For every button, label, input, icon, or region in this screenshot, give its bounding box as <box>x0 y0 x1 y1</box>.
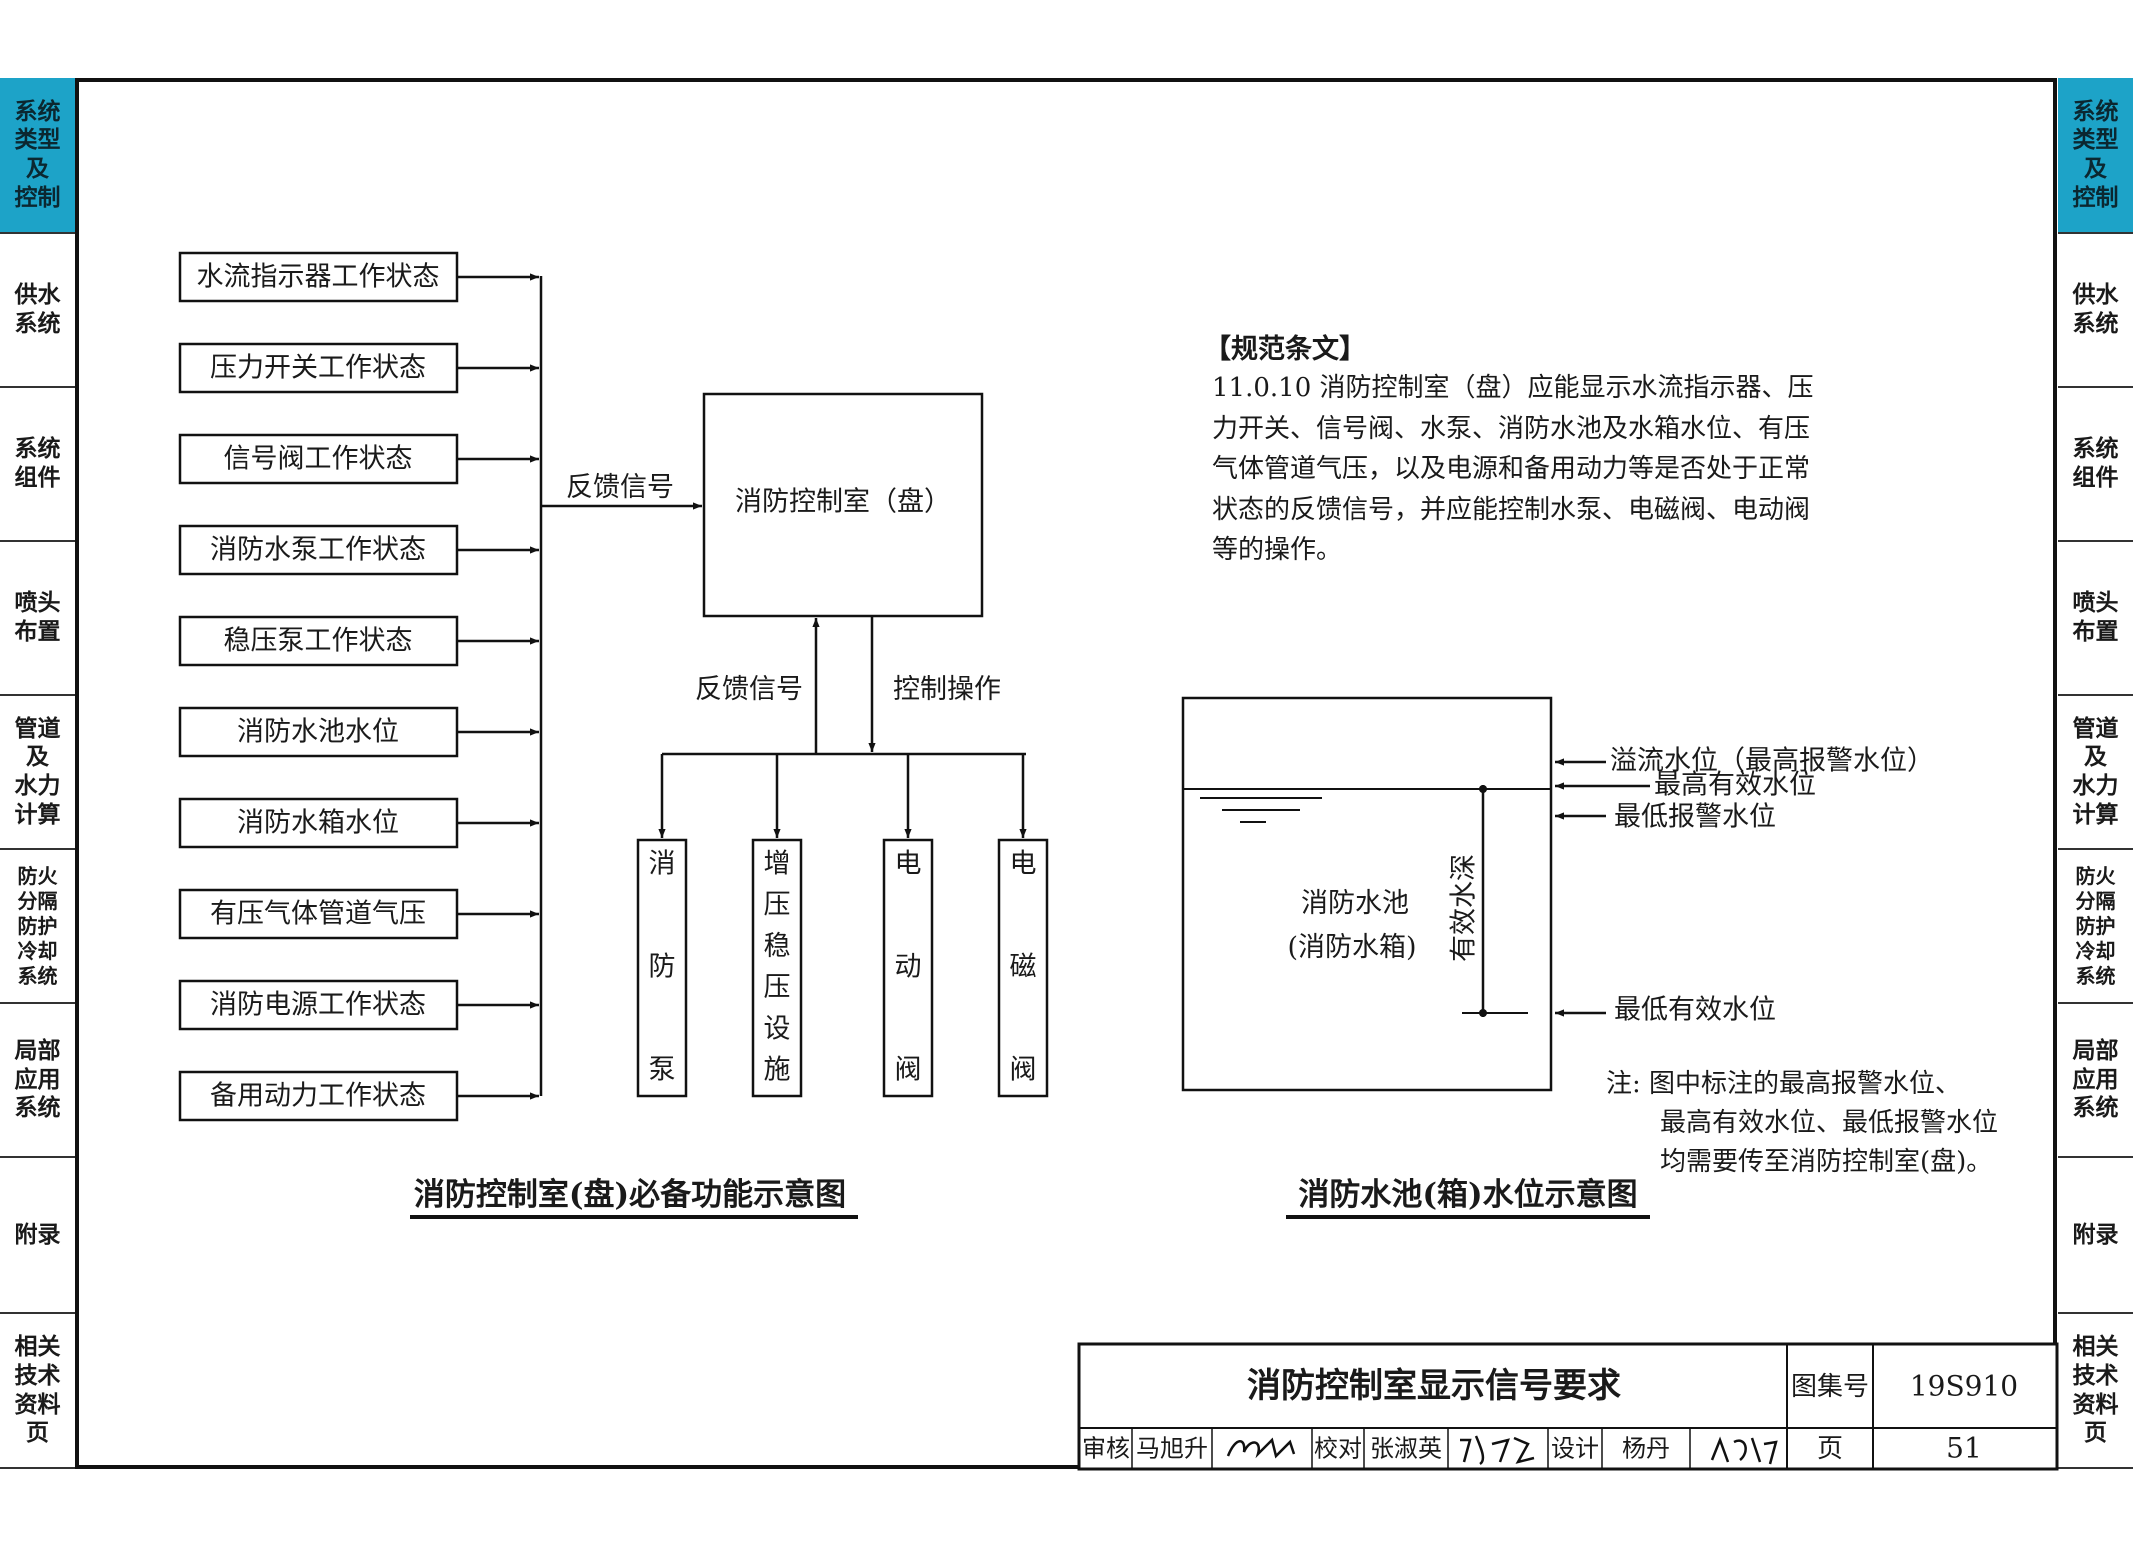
side-tab-right[interactable]: 供水 系统 <box>2058 234 2133 388</box>
sheet-title: 消防控制室显示信号要求 <box>1247 1366 1621 1406</box>
input-signal-label: 信号阀工作状态 <box>224 444 413 475</box>
overflow-level-label: 溢流水位（最高报警水位） <box>1610 746 1934 777</box>
device-label-char: 电 <box>895 849 922 880</box>
device-label-char: 设 <box>764 1013 791 1044</box>
input-signal-label: 有压气体管道气压 <box>210 899 426 930</box>
input-signal-boxes: 水流指示器工作状态压力开关工作状态信号阀工作状态消防水泵工作状态稳压泵工作状态消… <box>178 251 539 1122</box>
highest-effective-level-label: 最高有效水位 <box>1654 770 1816 801</box>
device-label-char: 阀 <box>895 1055 922 1086</box>
tank-sub-label: (消防水箱) <box>1287 932 1416 963</box>
checker-name: 张淑英 <box>1370 1435 1442 1463</box>
note-line-2: 最高有效水位、最低报警水位 <box>1660 1108 1998 1138</box>
code-clause-line: 11.0.10 消防控制室（盘）应能显示水流指示器、压 <box>1212 373 1814 403</box>
side-tab-left[interactable]: 管道 及 水力 计算 <box>0 696 75 850</box>
device-label-char: 增 <box>764 849 791 880</box>
input-signal-label: 压力开关工作状态 <box>210 353 426 384</box>
effective-depth-label: 有效水深 <box>1449 854 1480 962</box>
device-label-char: 压 <box>764 890 791 921</box>
checker-signature <box>1460 1435 1535 1466</box>
control-room-box <box>702 392 984 618</box>
page-label: 页 <box>1817 1434 1843 1464</box>
input-signal-label: 消防水池水位 <box>237 717 399 748</box>
device-label-char: 施 <box>764 1055 791 1086</box>
reviewer-signature <box>1226 1437 1296 1459</box>
device-box <box>636 838 688 1098</box>
control-operation-label: 控制操作 <box>893 674 1001 705</box>
side-tab-left[interactable]: 局部 应用 系统 <box>0 1004 75 1158</box>
atlas-number-label: 图集号 <box>1791 1372 1869 1402</box>
side-tab-left[interactable]: 喷头 布置 <box>0 542 75 696</box>
side-tab-right[interactable]: 系统 类型 及 控制 <box>2058 78 2133 234</box>
device-label-char: 压 <box>764 972 791 1003</box>
designer-signature <box>1710 1436 1778 1465</box>
side-tab-right[interactable]: 相关 技术 资料 页 <box>2058 1314 2133 1469</box>
device-label-char: 电 <box>1010 849 1037 880</box>
lowest-alarm-level-label: 最低报警水位 <box>1614 802 1776 833</box>
code-clause-line: 状态的反馈信号，并应能控制水泵、电磁阀、电动阀 <box>1212 494 1811 525</box>
code-clause-body: 11.0.10 消防控制室（盘）应能显示水流指示器、压 力开关、信号阀、水泵、消… <box>1212 368 1872 571</box>
side-tab-right[interactable]: 附录 <box>2058 1158 2133 1314</box>
right-side-tabs: 系统 类型 及 控制供水 系统系统 组件喷头 布置管道 及 水力 计算防火 分隔… <box>2058 78 2133 1469</box>
side-tab-left[interactable]: 供水 系统 <box>0 234 75 388</box>
feedback-label: 反馈信号 <box>566 472 674 503</box>
side-tab-right[interactable]: 局部 应用 系统 <box>2058 1004 2133 1158</box>
atlas-number: 19S910 <box>1910 1370 2018 1403</box>
device-label-char: 磁 <box>1010 952 1037 983</box>
control-room-label: 消防控制室（盘） <box>735 487 951 518</box>
review-label: 审核 <box>1082 1435 1130 1463</box>
left-side-tabs: 系统 类型 及 控制供水 系统系统 组件喷头 布置管道 及 水力 计算防火 分隔… <box>0 78 75 1469</box>
device-label-char: 动 <box>895 952 922 983</box>
code-clause-heading: 【规范条文】 <box>1204 333 1366 365</box>
code-clause-line: 力开关、信号阀、水泵、消防水池及水箱水位、有压 <box>1212 413 1811 444</box>
side-tab-left[interactable]: 系统 组件 <box>0 388 75 542</box>
designer-name: 杨丹 <box>1622 1435 1670 1463</box>
device-label-char: 消 <box>649 849 676 880</box>
reviewer-name: 马旭升 <box>1136 1435 1208 1463</box>
device-label-char: 泵 <box>649 1055 676 1086</box>
design-label: 设计 <box>1551 1435 1599 1463</box>
page-number: 51 <box>1946 1432 1982 1465</box>
title-block <box>1077 1342 2059 1471</box>
side-tab-left[interactable]: 相关 技术 资料 页 <box>0 1314 75 1469</box>
side-tab-right[interactable]: 喷头 布置 <box>2058 542 2133 696</box>
left-diagram-caption: 消防控制室(盘)必备功能示意图 <box>414 1177 846 1213</box>
input-signal-label: 消防水箱水位 <box>237 808 399 839</box>
device-label-char: 防 <box>649 952 676 983</box>
device-box <box>997 838 1049 1098</box>
right-diagram-caption: 消防水池(箱)水位示意图 <box>1298 1177 1637 1213</box>
input-signal-label: 稳压泵工作状态 <box>224 626 413 657</box>
bottom-feedback-label: 反馈信号 <box>695 674 803 705</box>
water-tank-box <box>1181 696 1553 1092</box>
water-surface-icon <box>1200 797 1322 823</box>
note-line-3: 均需要传至消防控制室(盘)。 <box>1660 1147 1992 1177</box>
device-label-char: 阀 <box>1010 1055 1037 1086</box>
input-signal-label: 消防水泵工作状态 <box>210 535 426 566</box>
device-box <box>882 838 934 1098</box>
lowest-effective-level-label: 最低有效水位 <box>1614 995 1776 1026</box>
side-tab-right[interactable]: 系统 组件 <box>2058 388 2133 542</box>
side-tab-left[interactable]: 系统 类型 及 控制 <box>0 78 75 234</box>
input-signal-label: 消防电源工作状态 <box>210 990 426 1021</box>
side-tab-left[interactable]: 防火 分隔 防护 冷却 系统 <box>0 850 75 1004</box>
drawing-frame <box>75 78 2057 1469</box>
side-tab-left[interactable]: 附录 <box>0 1158 75 1314</box>
side-tab-right[interactable]: 管道 及 水力 计算 <box>2058 696 2133 850</box>
input-signal-label: 水流指示器工作状态 <box>197 262 440 293</box>
dimension-bottom-dot <box>1479 1009 1487 1017</box>
code-clause-line: 等的操作。 <box>1212 535 1343 565</box>
dimension-top-dot <box>1479 785 1487 793</box>
side-tab-right[interactable]: 防火 分隔 防护 冷却 系统 <box>2058 850 2133 1004</box>
tank-label: 消防水池 <box>1301 888 1409 919</box>
device-box <box>751 838 803 1098</box>
input-signal-label: 备用动力工作状态 <box>210 1081 426 1112</box>
check-label: 校对 <box>1314 1435 1362 1463</box>
device-label-char: 稳 <box>764 931 791 962</box>
note-line-1: 注: 图中标注的最高报警水位、 <box>1606 1069 1961 1099</box>
code-clause-line: 气体管道气压，以及电源和备用动力等是否处于正常 <box>1212 454 1811 484</box>
